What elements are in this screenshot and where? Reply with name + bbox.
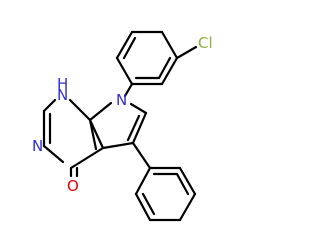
bond	[131, 141, 152, 170]
double-bond-inner-line	[175, 172, 190, 196]
bond	[131, 111, 148, 145]
bond	[178, 192, 197, 222]
oxygen-atom-label: O	[67, 177, 79, 195]
bond	[123, 82, 134, 98]
double-bond-inner-line	[126, 114, 141, 142]
bond	[160, 56, 179, 86]
hydrogen-atom-label: H	[57, 75, 68, 93]
double-bond-inner-line	[122, 36, 137, 60]
double-bond-inner-line	[88, 118, 98, 151]
bond	[134, 192, 152, 222]
bond	[69, 146, 105, 170]
bond	[101, 141, 135, 150]
chlorine-atom-label: Cl	[198, 34, 213, 52]
phenyl-ring	[134, 166, 197, 222]
double-bond-inner-line	[157, 56, 172, 80]
nitrogen-3-atom-label: N	[32, 137, 43, 155]
bond	[42, 144, 65, 164]
pyrimidinone-ring	[42, 98, 105, 170]
bond	[134, 166, 152, 196]
bond	[178, 166, 197, 196]
bond	[42, 98, 57, 113]
chemical-structure-diagram: Cl N N H N O	[32, 30, 213, 222]
bond	[88, 101, 113, 122]
bond	[160, 30, 179, 60]
nh-nitrogen-atom-label: N	[57, 86, 68, 104]
nitrogen-7-atom-label: N	[116, 91, 127, 109]
bond	[115, 30, 134, 60]
bond	[88, 118, 105, 150]
pyrrole-ring	[88, 101, 148, 150]
chlorophenyl-ring	[115, 30, 198, 86]
bond	[68, 98, 92, 122]
double-bond-inner-line	[141, 192, 156, 216]
bond	[129, 102, 148, 115]
bond	[175, 45, 198, 60]
bond	[115, 56, 134, 86]
